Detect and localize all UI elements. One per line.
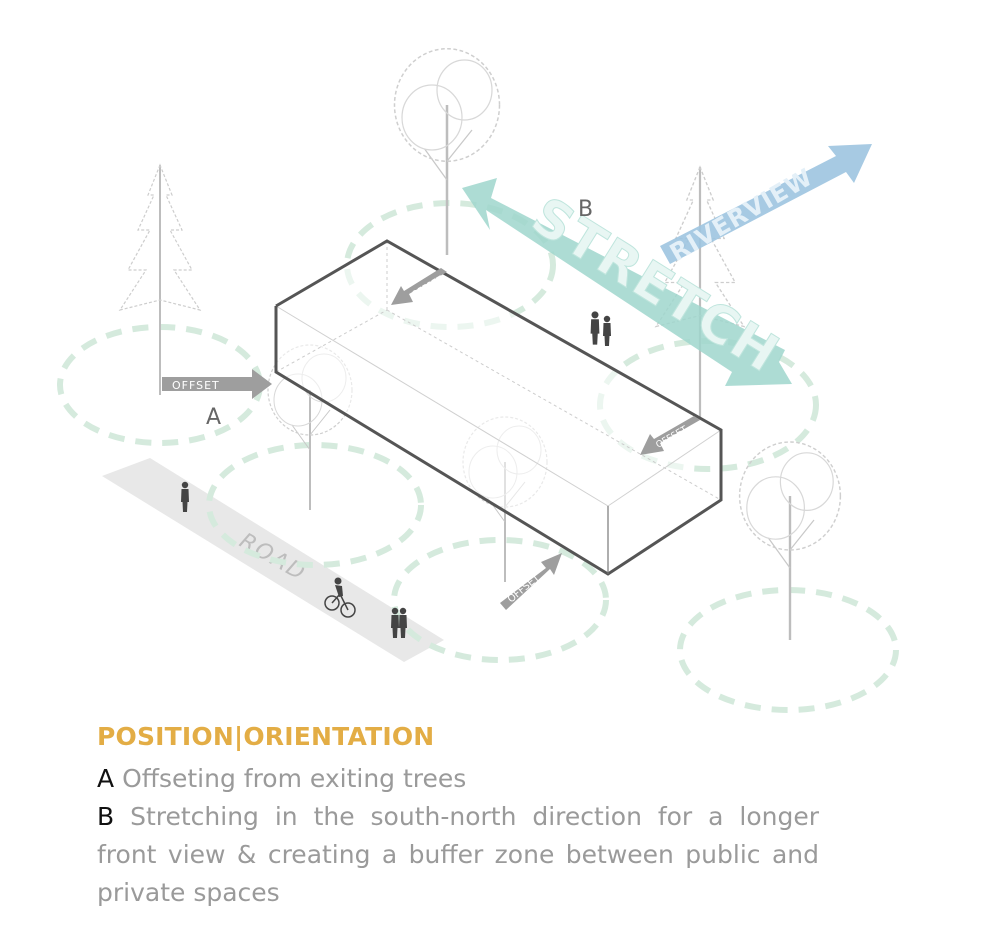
buffer-circle — [391, 537, 609, 663]
building-volume — [274, 239, 723, 576]
caption-text-a: Offseting from exiting trees — [122, 764, 467, 793]
buffer-circle — [206, 442, 424, 568]
people — [181, 311, 611, 638]
caption-title: POSITION|ORIENTATION — [97, 722, 435, 751]
person-icon — [590, 311, 600, 345]
caption-text-b: Stretching in the south-north direction … — [97, 802, 820, 907]
caption-key-b: B — [97, 802, 115, 831]
riverview-label: RIVERVIEW — [665, 163, 818, 267]
buffer-circle — [344, 200, 556, 330]
offset-arrow-bottom: OFFSET — [500, 553, 562, 610]
cyclist-icon — [324, 577, 356, 618]
label-b: B — [578, 197, 593, 222]
tree-icon — [119, 164, 201, 396]
offset-label: OFFSET — [172, 379, 220, 392]
riverview-arrow: RIVERVIEW — [660, 144, 872, 267]
caption-item-b: B Stretching in the south-north directio… — [97, 798, 819, 912]
offset-label: OFFSET — [506, 572, 543, 605]
offset-arrow-left: OFFSET — [162, 369, 272, 399]
buffer-circle — [677, 587, 899, 713]
orientation-diagram: ROAD STRETCH RIVERVIEW — [57, 47, 899, 713]
caption-key-a: A — [97, 764, 115, 793]
caption-item-a: A Offseting from exiting trees — [97, 760, 819, 798]
tree-icon — [738, 440, 842, 642]
tree-icon — [393, 47, 501, 257]
person-icon — [603, 315, 611, 346]
label-a: A — [206, 405, 221, 430]
